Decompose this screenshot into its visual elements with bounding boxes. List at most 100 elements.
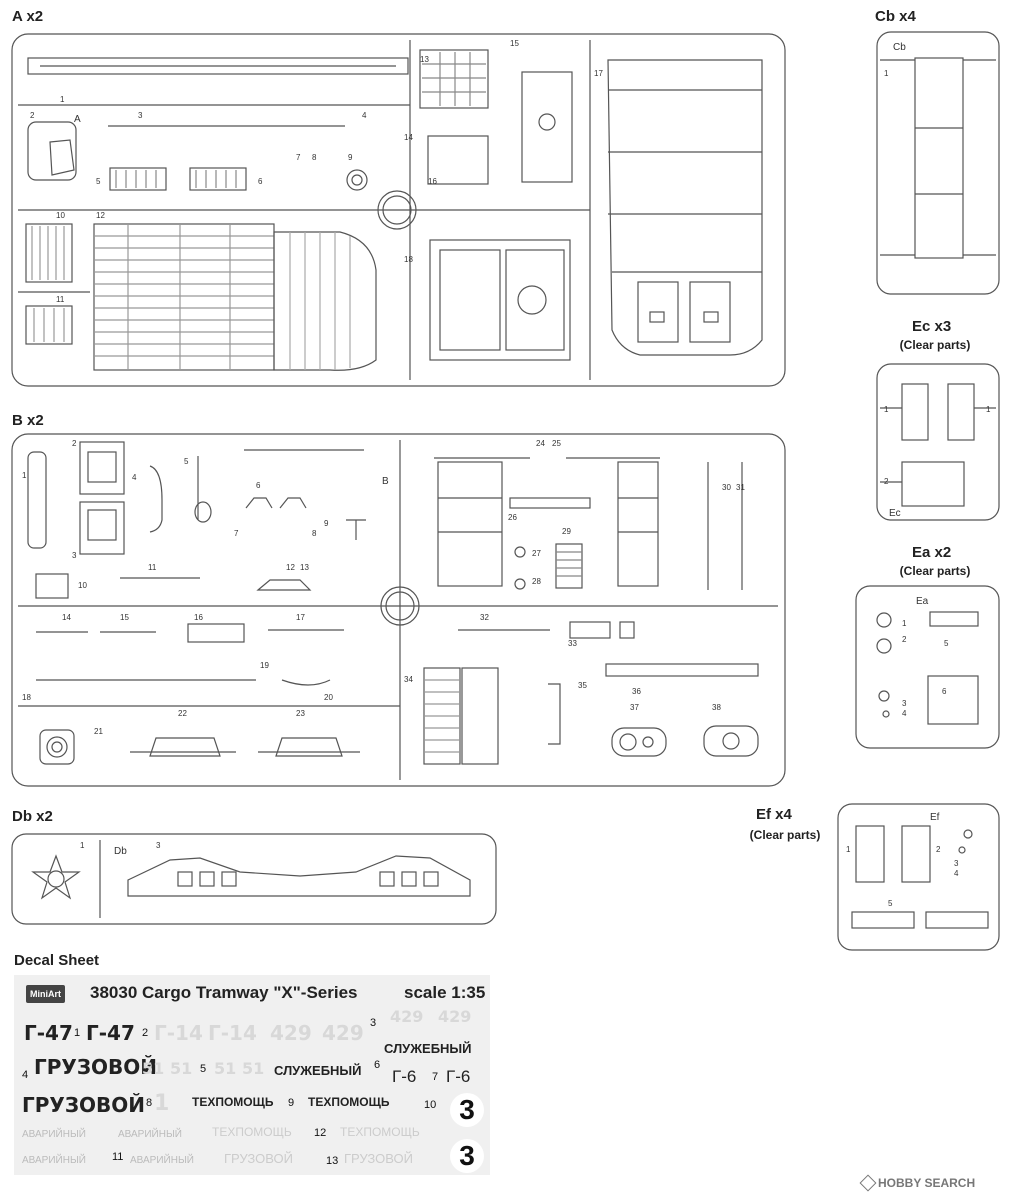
watermark-text: HOBBY SEARCH [878,1176,976,1190]
decal-g14-a: Г-14 [154,1021,203,1045]
svg-text:14: 14 [62,613,71,622]
svg-text:34: 34 [404,675,413,684]
svg-text:13: 13 [300,563,309,572]
decal-g6-a: Г-6 [392,1067,417,1086]
decal-avariiny-2: АВАРИЙНЫЙ [118,1129,182,1140]
decal-num-9: 9 [288,1097,295,1109]
decal-tekhpomosh-1: ТЕХПОМОЩЬ [192,1095,274,1109]
svg-text:17: 17 [594,69,603,78]
decal-tekhpomosh-3: ТЕХПОМОЩЬ [212,1125,292,1139]
svg-text:6: 6 [256,481,261,490]
svg-text:24: 24 [536,439,545,448]
decal-g47-a: Г-47 [24,1021,73,1045]
decal-gruzovoi-2: ГРУЗОВОЙ [22,1093,146,1117]
svg-text:10: 10 [56,211,65,220]
sprue-db-frame [11,833,497,925]
svg-text:26: 26 [508,513,517,522]
decal-num-12: 12 [314,1127,327,1139]
decal-avariiny-1: АВАРИЙНЫЙ [22,1129,86,1140]
svg-text:1: 1 [902,619,907,628]
svg-text:6: 6 [258,177,263,186]
decal-num-4: 4 [22,1069,29,1081]
svg-text:18: 18 [22,693,31,702]
decal-g6-b: Г-6 [446,1067,471,1086]
decal-429-d: 429 [438,1007,472,1026]
svg-text:B: B [382,476,389,487]
sprue-b-frame [11,433,786,787]
decal-heading: Decal Sheet [14,952,100,969]
svg-text:11: 11 [148,563,157,572]
svg-text:5: 5 [184,457,189,466]
sprue-ef-sub: (Clear parts) [749,828,821,842]
svg-text:2: 2 [936,845,941,854]
svg-text:25: 25 [552,439,561,448]
svg-text:28: 28 [532,577,541,586]
sprue-cb-frame [876,31,1000,295]
sprue-a-label: A x2 [12,8,44,25]
decal-num-6: 6 [374,1059,381,1071]
svg-text:2: 2 [30,111,35,120]
hobbysearch-logo-icon [859,1174,877,1192]
svg-text:2: 2 [884,477,889,486]
svg-text:22: 22 [178,709,187,718]
watermark: HOBBY SEARCH [859,1174,976,1192]
svg-text:8: 8 [312,529,317,538]
svg-text:19: 19 [260,661,269,670]
svg-text:32: 32 [480,613,489,622]
svg-text:9: 9 [324,519,329,528]
svg-text:1: 1 [60,95,65,104]
decal-num-7: 7 [432,1071,439,1083]
svg-text:A: A [74,114,81,125]
svg-text:4: 4 [132,473,137,482]
decal-tekhpomosh-2: ТЕХПОМОЩЬ [308,1095,390,1109]
sprue-ea-label: Ea x2 [912,544,952,561]
svg-text:Cb: Cb [893,42,906,53]
sprue-ea-frame [855,585,1000,749]
svg-text:21: 21 [94,727,103,736]
svg-text:1: 1 [884,69,889,78]
decal-avariiny-3: АВАРИЙНЫЙ [22,1155,86,1166]
svg-text:20: 20 [324,693,333,702]
svg-text:11: 11 [56,295,65,304]
svg-text:8: 8 [312,153,317,162]
svg-text:12: 12 [96,211,105,220]
svg-text:5: 5 [944,639,949,648]
decal-num-2: 2 [142,1027,149,1039]
svg-text:1: 1 [986,405,991,414]
sprue-cb-label: Cb x4 [875,8,916,25]
decal-g47-b: Г-47 [86,1021,135,1045]
svg-text:1: 1 [22,471,27,480]
svg-text:5: 5 [888,899,893,908]
svg-text:36: 36 [632,687,641,696]
svg-text:1: 1 [846,845,851,854]
decal-sheet: MiniArt 38030 Cargo Tramway "X"-Series s… [14,975,490,1175]
svg-text:38: 38 [712,703,721,712]
decal-num-10: 10 [424,1099,437,1111]
svg-text:5: 5 [96,177,101,186]
decal-429-a: 429 [270,1021,312,1045]
svg-text:3: 3 [72,551,77,560]
svg-text:3: 3 [138,111,143,120]
decal-big-3-b: 3 [450,1139,484,1173]
svg-text:15: 15 [120,613,129,622]
svg-text:3: 3 [902,699,907,708]
decal-tekhpomosh-4: ТЕХПОМОЩЬ [340,1125,420,1139]
sprue-db-label: Db x2 [12,808,53,825]
svg-text:Ef: Ef [930,812,940,823]
sprue-b-label: B x2 [12,412,44,429]
decal-num-8: 8 [146,1097,153,1109]
svg-text:9: 9 [348,153,353,162]
svg-text:16: 16 [194,613,203,622]
svg-text:2: 2 [72,439,77,448]
svg-text:3: 3 [954,859,959,868]
decal-429-b: 429 [322,1021,364,1045]
svg-text:10: 10 [78,581,87,590]
svg-text:13: 13 [420,55,429,64]
svg-text:29: 29 [562,527,571,536]
sprue-ec-frame [876,363,1000,521]
svg-text:31: 31 [736,483,745,492]
svg-text:16: 16 [428,177,437,186]
decal-big-3-a: 3 [450,1093,484,1127]
svg-text:17: 17 [296,613,305,622]
